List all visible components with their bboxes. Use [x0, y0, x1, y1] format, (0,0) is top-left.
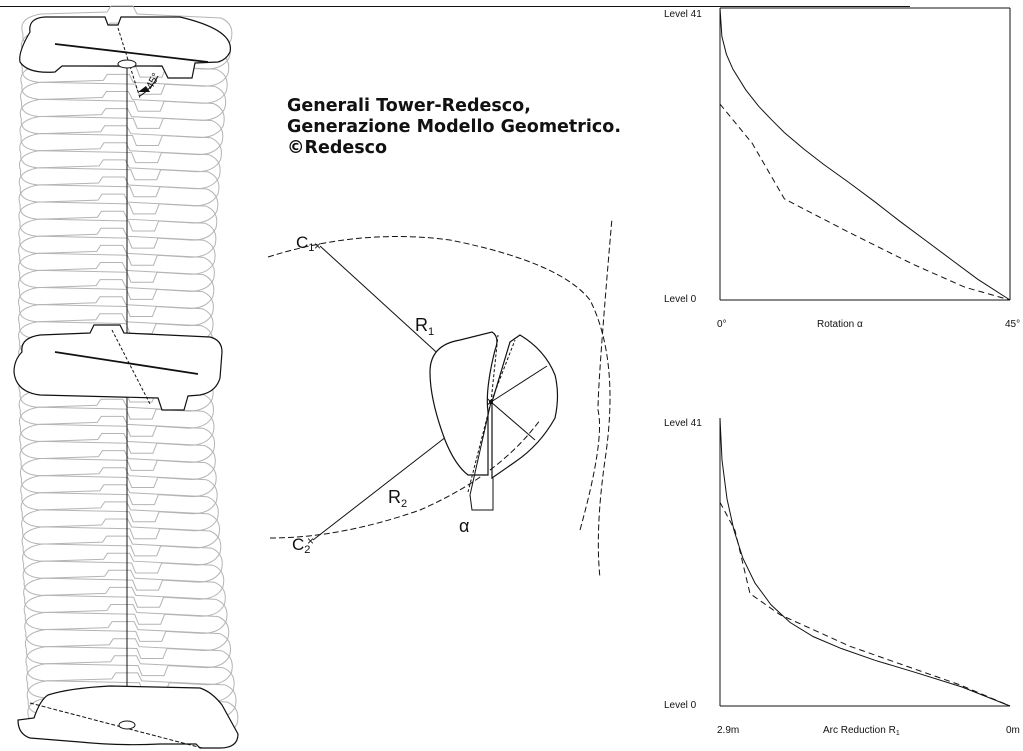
floor-outline: [18, 193, 218, 249]
chart1-x-axis-title: Rotation α: [817, 319, 863, 330]
label-r1: R1: [415, 315, 434, 338]
tower-floor-stack: 45°: [13, 5, 239, 749]
floor-outline: [22, 552, 225, 608]
floor-plate-shape-b: [491, 334, 559, 480]
floor-outline: [19, 433, 216, 488]
center-c1-marker: ×: [314, 239, 321, 253]
alpha-wedge: [469, 401, 494, 511]
floor-outline: [18, 262, 215, 317]
floor-outline: [22, 535, 223, 591]
arc-outer-dashed: [579, 217, 613, 531]
label-alpha: α: [459, 516, 469, 536]
floor-outline: [20, 484, 219, 540]
chart2-y-top-label: Level 41: [664, 418, 702, 429]
floor-outline: [18, 159, 220, 215]
floor-outline: [18, 279, 214, 335]
chart1-y-top-label: Level 41: [664, 9, 702, 20]
arc-r2-dashed: [269, 419, 541, 539]
floor-outline: [20, 467, 218, 523]
label-c2: C2: [292, 535, 310, 556]
floor-outline: [19, 91, 225, 146]
arc-reduction-chart: Level 41 Level 0 2.9m 0m Arc Reduction R…: [664, 417, 1020, 737]
floor-outline: [24, 621, 231, 677]
chart2-series-dashed: [719, 502, 1011, 707]
chart1-x-right-label: 45°: [1005, 319, 1020, 330]
floor-outline: [19, 108, 224, 164]
label-r2: R2: [388, 487, 407, 510]
plate-axis-2: [490, 401, 536, 441]
title-line-3: ©Redesco: [287, 138, 388, 158]
chart2-x-left-label: 2.9m: [717, 725, 739, 736]
floor-outline: [19, 142, 221, 198]
label-c1: C1: [296, 233, 314, 254]
title-line-1: Generali Tower-Redesco,: [287, 96, 531, 116]
chart1-series-dashed: [719, 103, 1011, 301]
floor-outline: [19, 415, 216, 471]
rotation-center-point: [489, 400, 493, 404]
plate-dashed-3: [490, 334, 499, 403]
floor-outline: [20, 73, 227, 129]
floor-outline: [21, 518, 222, 574]
floor-outline: [26, 655, 235, 711]
floor-plate-shape-a: [429, 331, 498, 476]
chart2-series-solid: [719, 417, 1011, 707]
plate-dashed-1: [490, 339, 516, 403]
plate-axis-1: [490, 365, 548, 403]
chart2-y-bottom-label: Level 0: [664, 700, 697, 711]
floor-outline: [18, 210, 217, 266]
chart1-x-left-label: 0°: [717, 319, 727, 330]
chart2-x-right-label: 0m: [1006, 725, 1020, 736]
diagram-title: Generali Tower-Redesco, Generazione Mode…: [287, 96, 621, 159]
floor-outline: [23, 586, 228, 642]
center-c2-marker: ×: [307, 534, 314, 548]
title-line-2: Generazione Modello Geometrico.: [287, 117, 621, 137]
tower-bottom-floor: [17, 685, 239, 749]
chart1-series-solid: [719, 7, 1011, 301]
floor-outline: [21, 501, 220, 557]
chart1-y-bottom-label: Level 0: [664, 294, 697, 305]
floor-outline: [25, 638, 233, 694]
rotation-chart: Level 41 Level 0 0° 45° Rotation α: [664, 7, 1020, 330]
arc-r1-dashed: [267, 235, 611, 579]
chart2-x-axis-title: Arc Reduction R1: [823, 725, 900, 737]
floor-outline: [18, 244, 215, 300]
floor-outline: [23, 569, 226, 625]
floor-outline: [18, 398, 215, 454]
geometry-construction: × × C1 C2 R1 R2 α: [267, 217, 613, 579]
floor-outline: [18, 176, 219, 232]
floor-outline: [19, 125, 222, 181]
tower-middle-floor: [13, 324, 223, 411]
floor-outline: [18, 227, 216, 283]
floor-outline: [24, 604, 230, 659]
floor-outline: [19, 450, 217, 506]
